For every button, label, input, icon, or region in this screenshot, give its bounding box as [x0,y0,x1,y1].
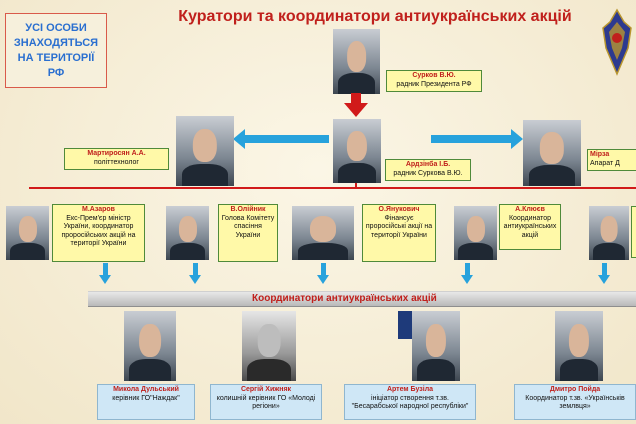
left-assoc-label: Мартиросян А.А. політтехнолог [64,148,169,170]
curator-photo-3 [292,206,354,260]
blue-arrow-stem-2 [193,263,198,275]
blue-arrow-down-4 [461,275,473,284]
coordinator-name-1: Микола Дульський [113,386,179,393]
curator-role-4: Координатор антиукраїнських акцій [503,214,557,239]
coordinator-label-3: Артем Бузіла ініціатор створення т.зв. "… [344,384,476,420]
coordinator-name-3: Артем Бузіла [386,386,434,393]
blue-arrow-down-5 [598,275,610,284]
top-person-role: радник Президента РФ [396,80,472,88]
coordinator-photo-1 [124,311,176,381]
coordinator-photo-3 [412,311,460,381]
coordinator-name-4: Дмитро Пойда [549,386,601,393]
blue-side-arrows [233,129,523,149]
right-assoc-label: Мірза Апарат Д [587,149,636,171]
curator-role-1: Екс-Прем'єр міністр України, координатор… [61,214,136,248]
right-assoc-role: Апарат Д [590,159,620,167]
center-person-role: радник Суркова В.Ю. [393,169,463,177]
coordinator-label-1: Микола Дульський керівник ГО"Наждак" [97,384,195,420]
center-person-label: Ардзінба І.Б. радник Суркова В.Ю. [385,159,471,181]
curator-name-1: М.Азаров [82,206,115,213]
coordinator-photo-4 [555,311,603,381]
coordinator-label-2: Сергій Хижняк колишній керівник ГО «Моло… [210,384,322,420]
shield-emblem-icon [600,8,634,78]
blue-arrow-stem-3 [321,263,326,275]
red-down-arrow [344,93,368,117]
top-person-photo [333,29,380,94]
red-connector-stem [355,183,357,189]
coordinator-role-1: керівник ГО"Наждак" [112,394,180,402]
curator-name-2: В.Олійник [230,206,266,213]
curator-label-2: В.Олійник Голова Комітету спасіння Украї… [218,204,278,262]
blue-arrow-down-3 [317,275,329,284]
blue-arrow-down-1 [99,275,111,284]
curator-role-2: Голова Комітету спасіння України [221,214,275,239]
top-person-name: Сурков В.Ю. [412,72,456,79]
notice-text: УСІ ОСОБИ ЗНАХОДЯТЬСЯ НА ТЕРИТОРІЇ РФ [13,21,99,79]
center-person-photo [333,119,381,183]
curator-photo-5 [589,206,629,260]
coordinator-role-3: ініціатор створення т.зв. "Бесарабської … [351,394,469,411]
curator-name-3: О.Янукович [378,206,420,213]
coordinator-label-4: Дмитро Пойда Координатор т.зв. «Українсь… [514,384,636,420]
curator-label-3: О.Янукович Фінансує проросійські акції н… [362,204,436,262]
blue-arrow-down-2 [189,275,201,284]
curator-photo-1 [6,206,49,260]
curator-label-1: М.Азаров Екс-Прем'єр міністр України, ко… [52,204,145,262]
left-assoc-name: Мартиросян А.А. [87,150,146,157]
curator-photo-4 [454,206,497,260]
right-assoc-name: Мірза [590,151,610,158]
blue-arrow-stem-1 [103,263,108,275]
curator-role-3: Фінансує проросійські акції на території… [365,214,433,239]
blue-arrow-stem-4 [465,263,470,275]
top-person-label: Сурков В.Ю. радник Президента РФ [386,70,482,92]
page-title: Куратори та координатори антиукраїнських… [178,8,572,25]
left-assoc-photo [176,116,234,186]
coordinators-band-label: Координатори антиукраїнських акцій [252,293,437,304]
curator-name-4: А.Клюєв [515,206,545,213]
coordinator-role-2: колишній керівник ГО «Молоді регіони» [216,394,316,411]
coordinators-band: Координатори антиукраїнських акцій [88,291,636,307]
coordinator-role-4: Координатор т.зв. «Українськів землвця» [525,394,625,411]
curator-label-5-edge [631,206,636,258]
curator-photo-2 [166,206,209,260]
center-person-name: Ардзінба І.Б. [405,161,451,168]
blue-arrow-stem-5 [602,263,607,275]
left-assoc-role: політтехнолог [94,158,139,166]
coordinator-name-2: Сергій Хижняк [240,386,292,393]
curator-label-4: А.Клюєв Координатор антиукраїнських акці… [499,204,561,250]
coordinator-photo-2 [242,311,296,381]
right-assoc-photo [523,120,581,186]
red-connector-horizontal [29,187,636,189]
notice-box: УСІ ОСОБИ ЗНАХОДЯТЬСЯ НА ТЕРИТОРІЇ РФ [5,13,107,88]
